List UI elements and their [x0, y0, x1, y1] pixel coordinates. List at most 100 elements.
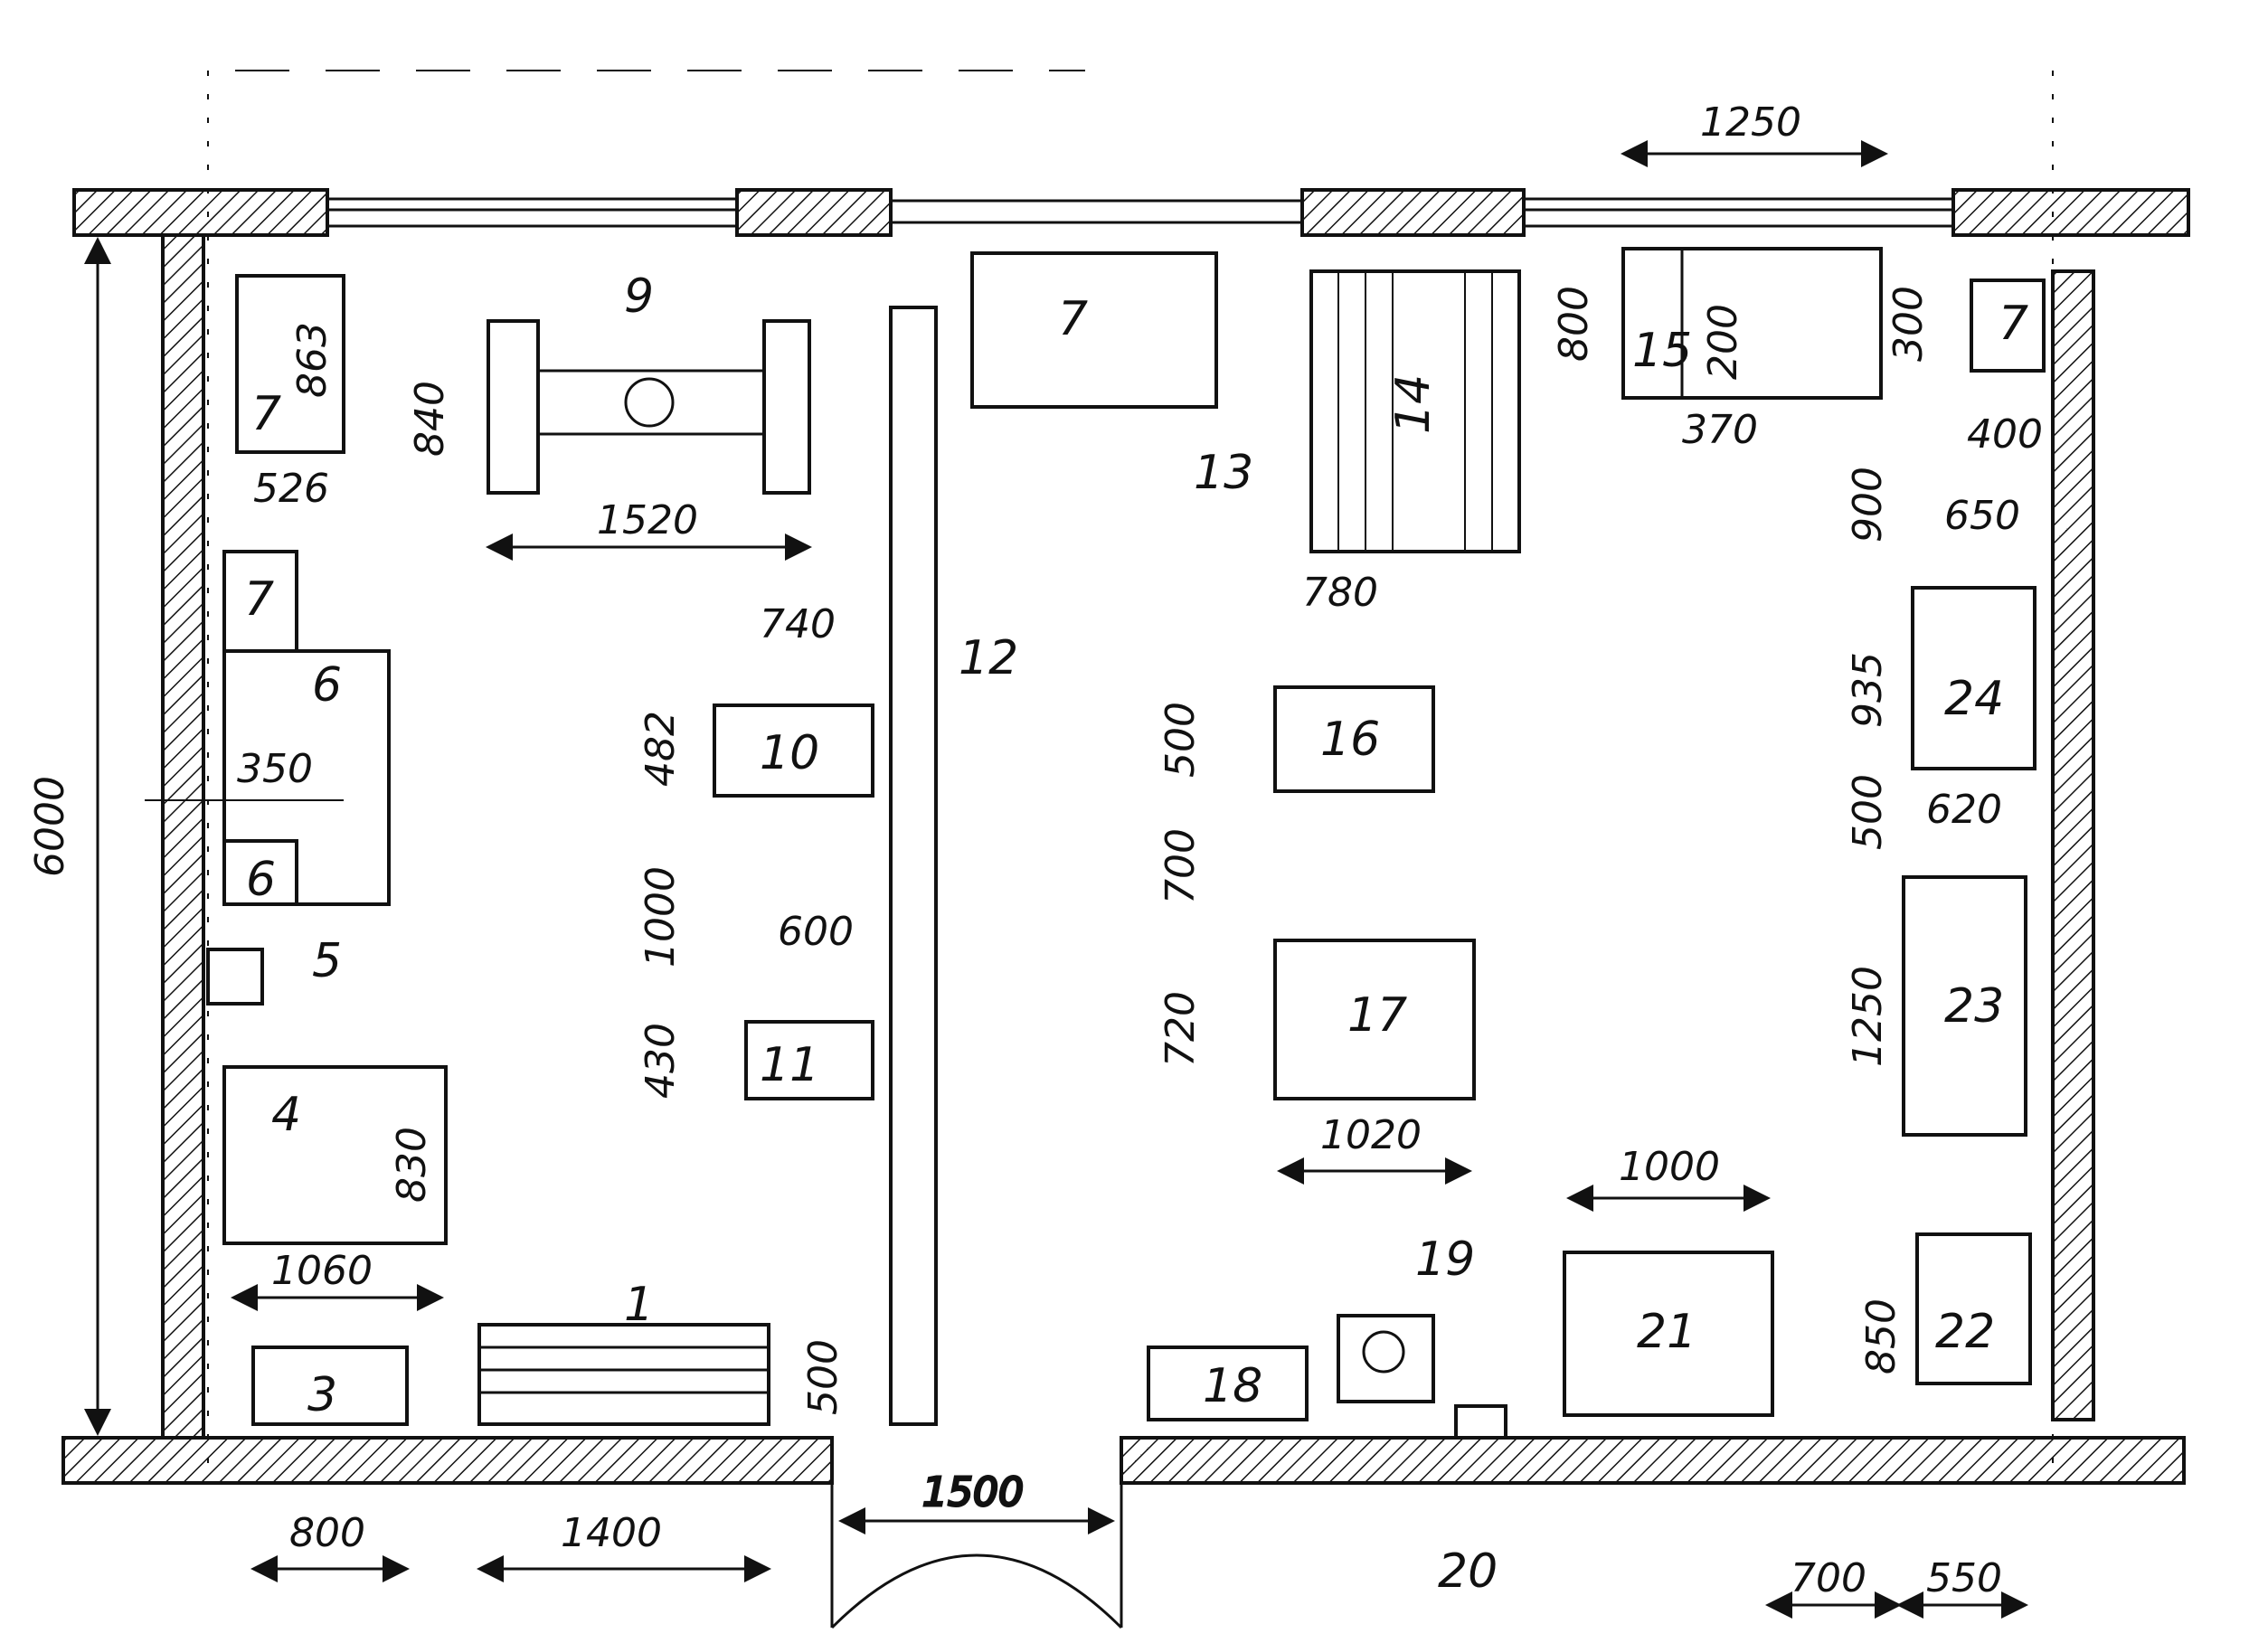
svg-text:740: 740	[760, 601, 836, 647]
entrance-door: 1500	[830, 1438, 1123, 1629]
top-wall-left	[72, 188, 329, 237]
svg-text:500: 500	[1158, 702, 1204, 778]
svg-text:19: 19	[1415, 1232, 1475, 1287]
svg-text:500: 500	[800, 1339, 846, 1415]
svg-text:11: 11	[760, 1038, 819, 1092]
svg-text:650: 650	[1944, 493, 2020, 539]
svg-text:7: 7	[1999, 297, 2028, 351]
svg-text:720: 720	[1158, 991, 1204, 1067]
svg-text:400: 400	[1967, 411, 2043, 458]
svg-text:370: 370	[1682, 407, 1758, 453]
item-10	[713, 703, 874, 798]
item-4	[206, 948, 264, 1006]
svg-text:5: 5	[312, 934, 342, 988]
svg-text:1060: 1060	[271, 1248, 373, 1294]
top-wall-pier	[735, 188, 893, 237]
svg-text:16: 16	[1320, 713, 1380, 767]
item-20	[1454, 1404, 1507, 1440]
svg-text:1520: 1520	[597, 497, 698, 543]
svg-text:800: 800	[289, 1510, 365, 1556]
height-dimension: 6000	[27, 237, 111, 1436]
svg-text:780: 780	[1302, 570, 1378, 616]
svg-text:430: 430	[638, 1023, 684, 1099]
svg-text:830: 830	[389, 1127, 435, 1203]
left-room: 7 863 526 9 840 1520 7 6 350 6 5 4 830 1…	[145, 269, 1018, 1426]
svg-text:6: 6	[312, 658, 342, 713]
svg-text:20: 20	[1438, 1544, 1498, 1599]
svg-text:200: 200	[1700, 304, 1746, 380]
svg-text:7: 7	[251, 387, 281, 441]
item-24	[1911, 586, 2036, 770]
item-23	[1902, 875, 2027, 1137]
item-15	[1621, 247, 1883, 400]
left-wall	[161, 233, 205, 1440]
svg-text:863: 863	[289, 322, 335, 398]
item-3	[222, 1065, 448, 1245]
svg-text:935: 935	[1845, 652, 1891, 728]
item-18	[1147, 1346, 1309, 1421]
item-14	[1309, 269, 1521, 553]
svg-text:14: 14	[1386, 374, 1441, 434]
item-22	[1915, 1232, 2032, 1385]
svg-text:800: 800	[1551, 286, 1597, 362]
svg-text:22: 22	[1935, 1305, 1995, 1359]
svg-text:840: 840	[407, 381, 453, 457]
item-2	[251, 1346, 409, 1426]
svg-text:24: 24	[1944, 672, 2004, 726]
svg-text:1: 1	[624, 1278, 654, 1332]
svg-text:850: 850	[1858, 1298, 1904, 1374]
axis-marks	[207, 70, 2054, 1465]
item-17	[1273, 939, 1476, 1100]
svg-text:7: 7	[244, 572, 274, 627]
item-8	[235, 274, 345, 454]
svg-text:500: 500	[1845, 774, 1891, 850]
top-wall-pier-2	[1300, 188, 1526, 237]
svg-text:21: 21	[1637, 1305, 1696, 1359]
svg-text:700: 700	[1791, 1555, 1866, 1601]
item-11	[744, 1020, 874, 1100]
svg-text:6: 6	[246, 853, 276, 907]
item-5	[222, 839, 298, 906]
svg-text:900: 900	[1845, 467, 1891, 543]
svg-text:620: 620	[1926, 787, 2002, 833]
svg-text:17: 17	[1347, 988, 1407, 1043]
svg-text:1000: 1000	[1619, 1144, 1720, 1190]
svg-text:350: 350	[237, 746, 313, 792]
top-wall-right	[1951, 188, 2190, 237]
item-9-frame-right	[762, 319, 811, 495]
svg-text:15: 15	[1632, 324, 1692, 378]
bottom-dimensions: 800 1400 700 550	[250, 1510, 2028, 1619]
item-16	[1273, 685, 1435, 793]
svg-text:1250: 1250	[1845, 966, 1891, 1067]
svg-text:700: 700	[1158, 828, 1204, 904]
item-6-right	[970, 251, 1218, 409]
right-wall	[2051, 269, 2095, 1421]
bottom-wall-left	[61, 1436, 834, 1485]
svg-text:1400: 1400	[561, 1510, 662, 1556]
svg-text:10: 10	[760, 726, 819, 780]
walls	[61, 188, 2190, 1485]
svg-text:12: 12	[959, 631, 1018, 685]
svg-text:13: 13	[1194, 446, 1253, 500]
item-21	[1563, 1251, 1774, 1417]
svg-text:526: 526	[253, 466, 329, 512]
svg-text:550: 550	[1926, 1555, 2002, 1601]
bottom-wall-right	[1120, 1436, 2186, 1485]
item-7-right	[1970, 279, 2046, 373]
overall-height-dim: 6000	[27, 776, 73, 877]
svg-text:3: 3	[307, 1368, 337, 1422]
item-19	[1337, 1314, 1435, 1403]
svg-text:4: 4	[271, 1088, 301, 1142]
svg-text:9: 9	[624, 269, 654, 324]
svg-text:600: 600	[778, 909, 854, 955]
svg-text:23: 23	[1944, 979, 2004, 1034]
svg-text:18: 18	[1203, 1359, 1262, 1413]
door-dim: 1500	[922, 1469, 1024, 1516]
item-7-left	[222, 550, 298, 653]
window-dim: 1250	[1700, 99, 1801, 146]
item-1	[477, 1323, 770, 1426]
svg-text:482: 482	[638, 711, 684, 787]
item-12	[889, 306, 938, 1426]
item-9-frame-left	[487, 319, 540, 495]
